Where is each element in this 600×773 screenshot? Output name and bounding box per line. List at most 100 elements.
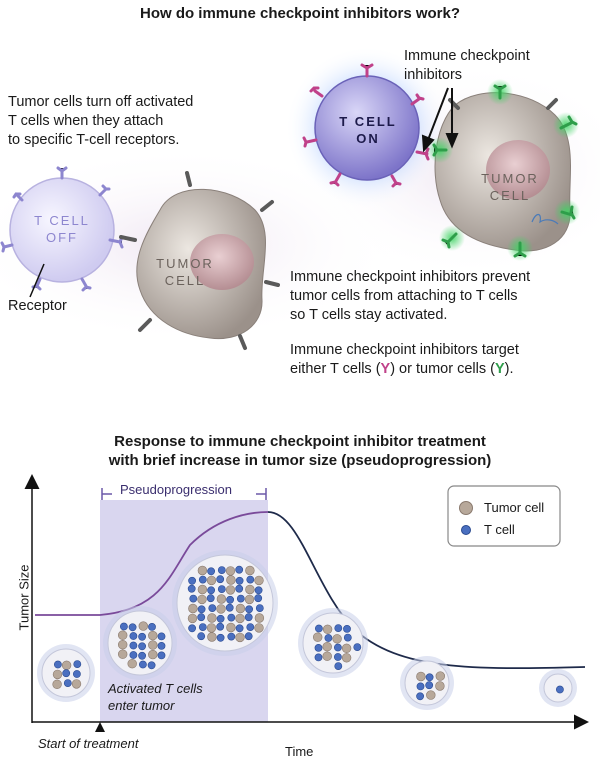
text-fragment: ).	[504, 361, 514, 377]
tumor-cell-dot	[254, 575, 264, 586]
tcell-off-label-line: T CELL	[34, 213, 90, 228]
t-cell-dot	[189, 594, 198, 603]
bottom-title-line: with brief increase in tumor size (pseud…	[108, 452, 492, 469]
t-cell-dot	[314, 624, 323, 633]
right-text-line: either T cells (Y) or tumor cells (Y).	[290, 360, 519, 379]
t-cell-dot	[246, 623, 255, 631]
text-fragment: either T cells (	[290, 361, 381, 377]
tumor-cell-dot	[435, 681, 445, 691]
t-cell-dot	[333, 653, 342, 661]
tumor-cell-dot	[225, 566, 236, 576]
t-cell-dot	[217, 566, 226, 574]
tumor-cell-dot	[235, 632, 245, 643]
tumor-inhibitor-symbol: Y	[494, 361, 505, 377]
t-cell-dot	[254, 594, 263, 603]
tumor-cell-dot	[245, 584, 255, 595]
t-cell-dot	[73, 670, 81, 678]
t-cell-dot	[226, 595, 234, 604]
t-cell-dot	[138, 642, 146, 651]
t-cell-dot	[343, 624, 351, 633]
tumor-right-label-line: TUMOR	[481, 171, 539, 186]
t-cell-dot	[235, 576, 244, 585]
t-cell-dot	[206, 594, 215, 603]
t-cell-dot	[216, 575, 225, 584]
t-cell-dot	[207, 586, 215, 595]
green-inhibitors	[427, 79, 580, 261]
t-cell-dot	[157, 651, 166, 660]
t-cell-dot	[157, 632, 166, 641]
left-text-line: to specific T-cell receptors.	[8, 132, 180, 148]
start-of-treatment-label: Start of treatment	[38, 736, 139, 751]
tcell-on-label-line: ON	[356, 131, 380, 146]
t-cell-dot	[227, 613, 236, 622]
tumor-blobs	[37, 550, 577, 710]
t-cell-dot	[147, 661, 156, 670]
tumor-cell-dot	[148, 630, 158, 641]
tumor-cell-dot	[207, 613, 217, 623]
t-cell-dot	[138, 651, 146, 660]
t-cell-dot	[343, 633, 352, 642]
tumor-cell-dot	[254, 613, 265, 623]
t-cell-dot	[416, 682, 425, 691]
activated-label-line: enter tumor	[108, 698, 175, 713]
t-cell-dot	[129, 651, 138, 659]
t-cell-dot	[217, 585, 226, 593]
text-fragment: ) or tumor cells (	[390, 361, 495, 377]
tumor-cell-dot	[127, 659, 137, 669]
tumor-cell-dot	[341, 653, 352, 663]
t-cell-dot	[128, 623, 137, 632]
x-axis-label: Time	[285, 744, 314, 759]
tumor-blob	[302, 612, 364, 674]
t-cell-dot	[254, 586, 263, 595]
pseudo-label: Pseudoprogression	[118, 482, 235, 497]
tumor-cell-dot	[71, 679, 82, 689]
t-cell-dot	[314, 653, 323, 662]
t-cell-dot	[334, 662, 343, 670]
t-cell-dot	[62, 669, 71, 678]
tumor-left-label: TUMOR CELL	[150, 255, 220, 289]
tumor-cell-dot	[138, 621, 149, 631]
t-cell-dot	[416, 692, 424, 701]
tumor-left-label-line: CELL	[164, 273, 206, 288]
top-illustration	[0, 46, 600, 350]
tumor-cell-dot	[322, 642, 332, 652]
t-cell-dot	[197, 613, 206, 622]
t-cell-dot	[129, 641, 138, 650]
t-cell-dot	[334, 624, 343, 632]
tumor-cell-dot	[216, 594, 227, 604]
t-cell-dot	[255, 604, 264, 612]
t-cell-dot	[425, 681, 434, 690]
tumor-cell-dot	[216, 604, 226, 614]
t-cell-dot	[188, 576, 196, 585]
t-cell-dot	[138, 660, 147, 669]
right-explanation-2: Immune checkpoint inhibitors target eith…	[290, 341, 519, 379]
tumor-cell-dot	[226, 622, 236, 633]
tumor-cell-dot	[117, 630, 128, 640]
tcell-off-label: T CELL OFF	[28, 212, 96, 246]
tumor-cell-dot	[426, 690, 436, 700]
tumor-cell-dot	[61, 660, 72, 671]
receptor-label: Receptor	[8, 298, 67, 314]
t-cell-dot	[129, 632, 138, 640]
tumor-cell-dot	[244, 594, 255, 605]
t-cell-dot	[425, 673, 434, 682]
tumor-right-label-line: CELL	[489, 188, 531, 203]
t-cell-dot	[246, 575, 255, 584]
t-cell-dot	[235, 565, 244, 574]
tumor-cell-dot	[197, 584, 208, 595]
pseudo-bracket	[101, 488, 267, 500]
tumor-cell-dot	[322, 624, 333, 635]
t-cell-dot	[324, 634, 333, 642]
inhibitors-label-line: inhibitors	[404, 67, 463, 83]
tumor-cell-dot	[197, 594, 207, 605]
activated-tcells-label: Activated T cells enter tumor	[108, 680, 203, 714]
t-cell-dot	[73, 660, 82, 668]
inhibitor-pointer-arrows	[421, 87, 459, 153]
tumor-cell-dot	[188, 603, 198, 614]
legend-label-tumor: Tumor cell	[484, 500, 545, 515]
inhibitors-label: Immune checkpoint inhibitors	[404, 47, 530, 85]
tumor-cell-dot	[416, 671, 426, 682]
tumor-cell-dot	[148, 640, 158, 650]
receptor-pointer	[29, 263, 45, 298]
legend	[447, 485, 561, 547]
